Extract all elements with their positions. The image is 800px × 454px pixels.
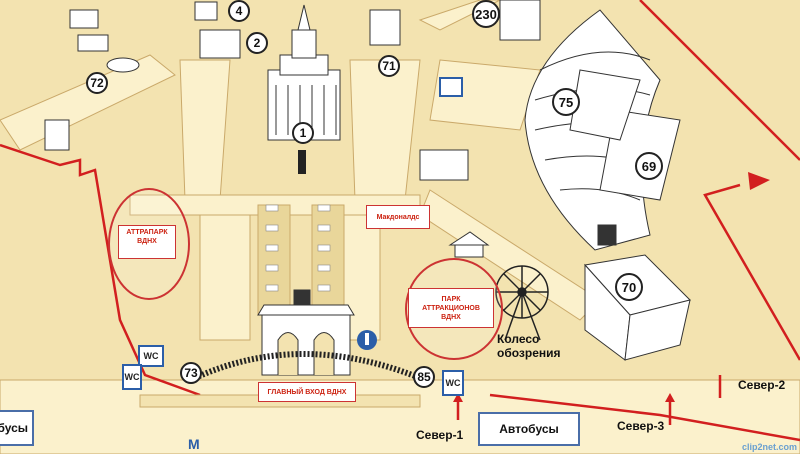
main-entrance-label[interactable]: ГЛАВНЫЙ ВХОД ВДНХ	[258, 382, 356, 402]
lenin-monument	[298, 150, 306, 174]
road-diagonal-left	[0, 54, 176, 151]
marker-71[interactable]: 71	[378, 55, 400, 77]
alley-left	[199, 214, 251, 341]
marker-1[interactable]: 1	[292, 122, 314, 144]
buildings-left	[44, 0, 541, 181]
pavilion-70	[584, 254, 691, 361]
marker-72[interactable]: 72	[86, 72, 108, 94]
marker-70[interactable]: 70	[615, 273, 643, 301]
exit-sever-2[interactable]: Север-2	[738, 378, 786, 392]
ferris-wheel-label: Колесо обозрения	[497, 332, 561, 360]
info-sign	[439, 77, 463, 97]
marker-73[interactable]: 73	[180, 362, 202, 384]
bus-stop-center[interactable]: Автобусы	[478, 412, 580, 446]
marker-2[interactable]: 2	[246, 32, 268, 54]
central-pavilion	[267, 4, 341, 141]
main-entrance-arch	[193, 289, 422, 381]
marker-69[interactable]: 69	[635, 152, 663, 180]
lawn-left	[257, 204, 291, 316]
flowerbeds	[265, 204, 331, 292]
bus-stop-left[interactable]: Автобусы	[0, 410, 34, 446]
watermark: clip2net.com	[742, 442, 798, 452]
route-lines	[0, 0, 800, 442]
exit-sever-1[interactable]: Север-1	[416, 428, 464, 442]
wheelchair-icon	[357, 330, 377, 350]
lawn-right	[311, 204, 345, 316]
mcdonalds-label[interactable]: Макдоналдс	[366, 205, 430, 229]
wc-sign-right[interactable]: WC	[442, 370, 464, 396]
wc-sign-left-2[interactable]: WC	[122, 364, 142, 390]
wc-sign-left-1[interactable]: WC	[138, 345, 164, 367]
arrow-icon	[453, 172, 770, 402]
marker-85[interactable]: 85	[413, 366, 435, 388]
pavilion-icon	[448, 231, 490, 258]
road-left-axis	[179, 59, 231, 201]
attrapark-label[interactable]: АТТРАПАРК ВДНХ	[118, 225, 176, 259]
marker-75[interactable]: 75	[552, 88, 580, 116]
marker-230[interactable]: 230	[472, 0, 500, 28]
pavilion-75	[524, 9, 681, 251]
exit-sever-3[interactable]: Север-3	[617, 419, 665, 433]
metro-icon: М	[188, 436, 200, 452]
park-attractions-label[interactable]: ПАРК АТТРАКЦИОНОВ ВДНХ	[408, 288, 494, 328]
marker-4[interactable]: 4	[228, 0, 250, 22]
plaza-bottom	[0, 379, 800, 454]
road-right-axis	[349, 59, 421, 201]
